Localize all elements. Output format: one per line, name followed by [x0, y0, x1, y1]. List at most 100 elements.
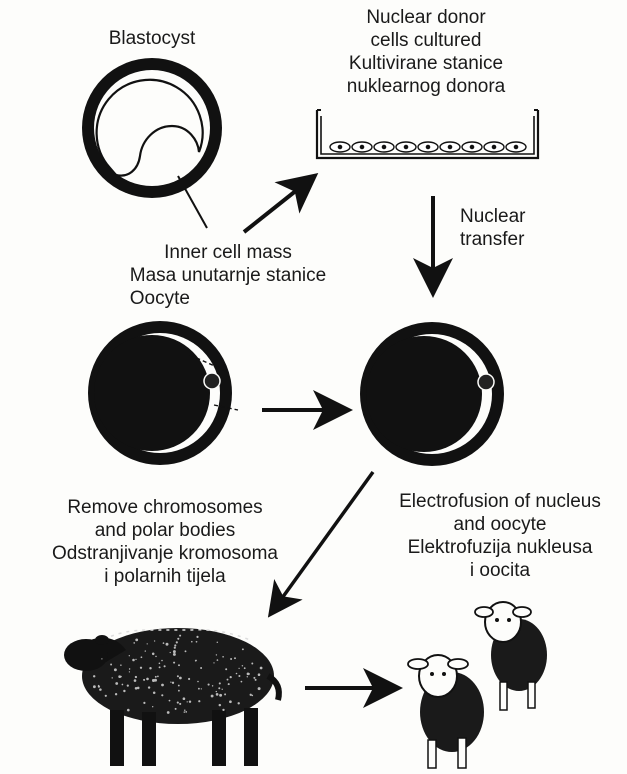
wool-speck [98, 685, 99, 686]
culture-cell-nucleus [514, 145, 517, 148]
enucleated-oocyte-icon [88, 321, 238, 465]
wool-speck [251, 695, 253, 697]
wool-speck [216, 691, 217, 692]
wool-speck [173, 653, 176, 656]
wool-speck [250, 694, 252, 696]
blastocyst-icon [82, 58, 222, 228]
wool-speck [178, 664, 180, 666]
wool-speck [101, 658, 102, 659]
adult-sheep-icon [64, 628, 279, 766]
wool-speck [185, 711, 187, 713]
wool-speck [122, 684, 124, 686]
wool-speck [163, 642, 165, 644]
wool-speck [189, 700, 191, 702]
culture-cell-nucleus [492, 145, 495, 148]
wool-speck [184, 711, 185, 712]
culture-dish-icon [317, 110, 538, 158]
wool-speck [179, 703, 181, 705]
wool-speck [170, 681, 171, 682]
wool-speck [99, 688, 102, 691]
wool-speck [152, 653, 155, 656]
wool-speck [242, 665, 243, 666]
wool-speck [161, 660, 163, 662]
wool-speck [127, 685, 129, 687]
wool-speck [154, 640, 155, 641]
wool-speck [146, 678, 149, 681]
wool-speck [159, 666, 161, 668]
wool-speck [110, 664, 112, 666]
wool-speck [225, 668, 227, 670]
wool-speck [143, 702, 145, 704]
wool-speck [143, 679, 145, 681]
wool-speck [234, 657, 236, 659]
wool-speck [153, 691, 156, 694]
wool-speck [167, 711, 170, 714]
wool-speck [141, 656, 143, 658]
wool-speck [148, 686, 150, 688]
wool-speck [218, 687, 220, 689]
wool-speck [115, 682, 118, 685]
wool-speck [140, 667, 142, 669]
wool-speck [258, 687, 261, 690]
wool-speck [114, 668, 117, 671]
wool-speck [222, 709, 224, 711]
wool-speck [249, 673, 250, 674]
wool-speck [258, 673, 261, 676]
arrow-fused-to-sheep [272, 472, 373, 612]
wool-speck [174, 644, 176, 646]
wool-speck [134, 679, 137, 682]
label-electrofusion: Electrofusion of nucleus and oocyte Elek… [399, 490, 601, 582]
wool-speck [135, 659, 136, 660]
wool-speck [129, 668, 130, 669]
wool-speck [155, 676, 157, 678]
wool-speck [212, 685, 213, 686]
wool-speck [224, 693, 226, 695]
wool-speck [157, 676, 159, 678]
culture-cell-nucleus [382, 145, 385, 148]
label-nuclear-transfer: Nuclear transfer [460, 205, 525, 251]
wool-speck [196, 641, 198, 643]
wool-speck [129, 671, 130, 672]
wool-speck [120, 664, 122, 666]
wool-speck [176, 641, 178, 643]
wool-speck [247, 676, 248, 677]
wool-speck [197, 681, 199, 683]
wool-speck [152, 706, 153, 707]
wool-speck [213, 662, 214, 663]
wool-speck [260, 667, 263, 670]
wool-speck [118, 675, 120, 677]
wool-speck [129, 655, 130, 656]
wool-speck [238, 702, 240, 704]
culture-cell-nucleus [448, 145, 451, 148]
wool-speck [93, 675, 95, 677]
wool-speck [183, 697, 186, 700]
wool-speck [255, 679, 257, 681]
wool-speck [105, 695, 107, 697]
wool-speck [177, 638, 179, 640]
wool-speck [177, 702, 179, 704]
wool-speck [216, 693, 219, 696]
wool-speck [161, 684, 164, 687]
wool-speck [132, 659, 135, 662]
fused-oocyte-icon [360, 322, 504, 466]
wool-speck [211, 695, 214, 698]
wool-speck [253, 677, 255, 679]
wool-speck [217, 642, 218, 643]
wool-speck [179, 635, 181, 637]
wool-speck [198, 688, 200, 690]
wool-speck [216, 654, 217, 655]
wool-speck [174, 647, 176, 649]
wool-speck [149, 667, 151, 669]
label-inner-cell-mass: Inner cell mass Masa unutarnje stanice O… [130, 241, 326, 310]
wool-speck [133, 642, 135, 644]
wool-speck [147, 643, 148, 644]
wool-speck [159, 663, 161, 665]
wool-speck [178, 690, 180, 692]
wool-speck [184, 710, 185, 711]
wool-speck [161, 694, 163, 696]
wool-speck [222, 656, 224, 658]
arrow-icm-to-dish [244, 178, 312, 232]
wool-speck [173, 662, 175, 664]
wool-speck [185, 650, 187, 652]
